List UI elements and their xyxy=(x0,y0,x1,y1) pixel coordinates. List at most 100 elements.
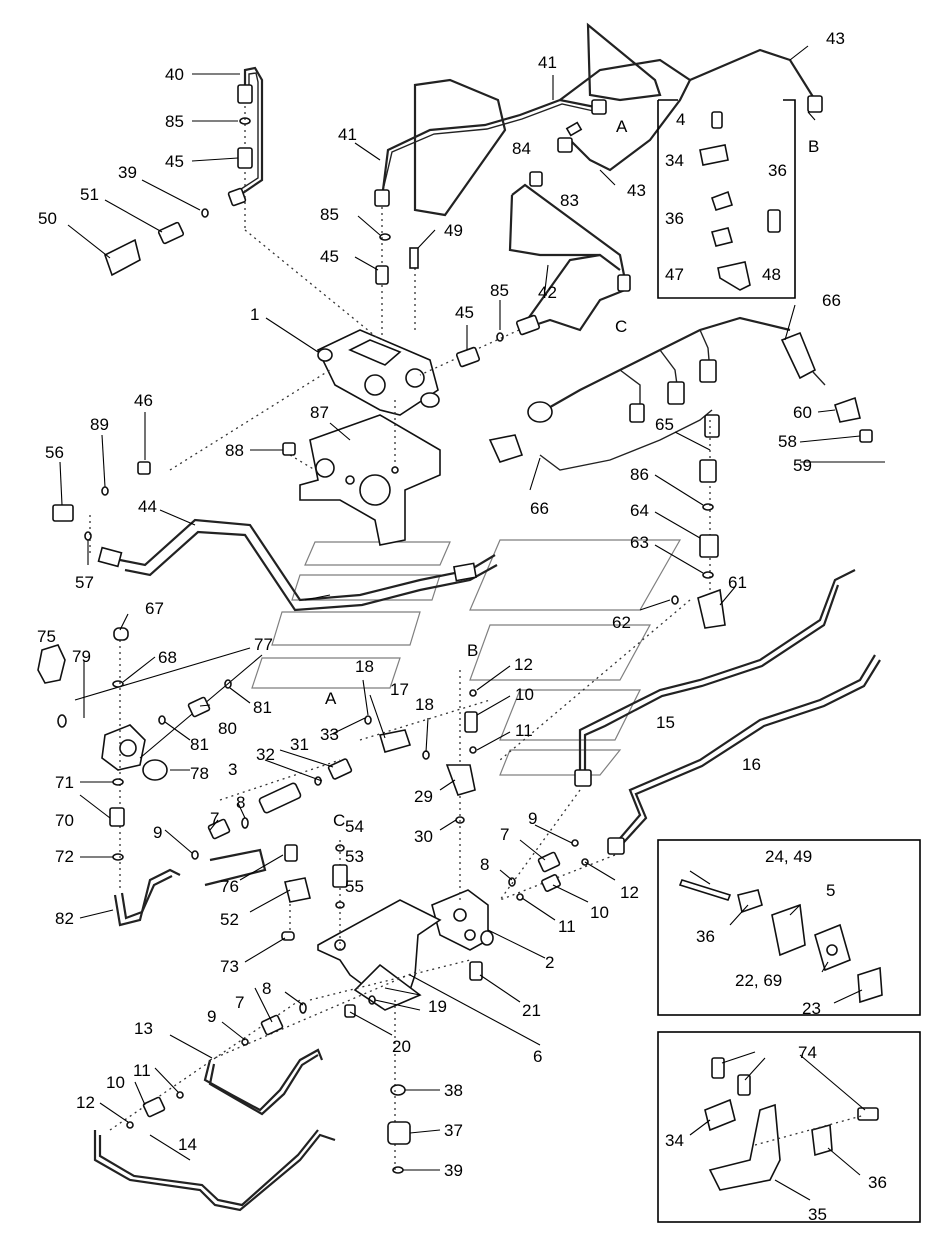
label-84: 84 xyxy=(512,139,531,158)
label-41b: 41 xyxy=(338,125,357,144)
label-73: 73 xyxy=(220,957,239,976)
label-9b: 9 xyxy=(528,809,537,828)
ref-B1: B xyxy=(808,137,819,156)
label-89: 89 xyxy=(90,415,109,434)
label-9a: 9 xyxy=(153,823,162,842)
label-41a: 41 xyxy=(538,53,557,72)
label-38: 38 xyxy=(444,1081,463,1100)
label-85b: 85 xyxy=(320,205,339,224)
tube-14 xyxy=(93,1129,336,1212)
label-17: 17 xyxy=(390,680,409,699)
label-88: 88 xyxy=(225,441,244,460)
label-57: 57 xyxy=(75,573,94,592)
label-18b: 18 xyxy=(415,695,434,714)
label-70: 70 xyxy=(55,811,74,830)
label-64: 64 xyxy=(630,501,649,520)
ref-A2: A xyxy=(325,689,337,708)
label-35: 35 xyxy=(808,1205,827,1224)
tube-16 xyxy=(609,654,881,854)
label-32: 32 xyxy=(256,745,275,764)
label-11b: 11 xyxy=(558,917,576,936)
label-85a: 85 xyxy=(165,112,184,131)
bracket-6 xyxy=(317,899,442,1011)
label-42: 42 xyxy=(538,283,557,302)
label-9c: 9 xyxy=(207,1007,216,1026)
label-86: 86 xyxy=(630,465,649,484)
label-49: 49 xyxy=(444,221,463,240)
label-10b: 10 xyxy=(590,903,609,922)
label-48: 48 xyxy=(762,265,781,284)
label-78: 78 xyxy=(190,764,209,783)
label-81b: 81 xyxy=(190,735,209,754)
label-23: 23 xyxy=(802,999,821,1018)
label-18a: 18 xyxy=(355,657,374,676)
label-36c: 36 xyxy=(696,927,715,946)
label-22-69: 22, 69 xyxy=(735,971,782,990)
leader-lines xyxy=(59,45,866,1201)
label-45a: 45 xyxy=(165,152,184,171)
label-34b: 34 xyxy=(665,1131,684,1150)
label-61: 61 xyxy=(728,573,747,592)
label-81a: 81 xyxy=(253,698,272,717)
label-36a: 36 xyxy=(768,161,787,180)
inset-box-clamps xyxy=(657,99,796,299)
label-8c: 8 xyxy=(262,979,271,998)
fittings xyxy=(52,84,885,1145)
label-80: 80 xyxy=(218,719,237,738)
label-60: 60 xyxy=(793,403,812,422)
label-79: 79 xyxy=(72,647,91,666)
label-62: 62 xyxy=(612,613,631,632)
label-52: 52 xyxy=(220,910,239,929)
label-87: 87 xyxy=(310,403,329,422)
label-45c: 45 xyxy=(455,303,474,322)
label-51: 51 xyxy=(80,185,99,204)
inset-box-clamp-kit xyxy=(657,839,921,1016)
label-31: 31 xyxy=(290,735,309,754)
label-68: 68 xyxy=(158,648,177,667)
label-12b: 12 xyxy=(620,883,639,902)
label-7c: 7 xyxy=(235,993,244,1012)
label-2: 2 xyxy=(545,953,554,972)
label-12a: 12 xyxy=(514,655,533,674)
label-13: 13 xyxy=(134,1019,153,1038)
label-24-49: 24, 49 xyxy=(765,847,812,866)
label-37: 37 xyxy=(444,1121,463,1140)
label-67: 67 xyxy=(145,599,164,618)
label-33: 33 xyxy=(320,725,339,744)
label-76: 76 xyxy=(220,877,239,896)
tube-40 xyxy=(237,66,264,196)
label-5: 5 xyxy=(826,881,835,900)
label-8a: 8 xyxy=(236,793,245,812)
label-16: 16 xyxy=(742,755,761,774)
ref-C2: C xyxy=(333,811,345,830)
label-77: 77 xyxy=(254,635,273,654)
part-labels: 40 85 45 39 51 50 41 41 43 43 A B 84 83 … xyxy=(37,29,887,1224)
label-75: 75 xyxy=(37,627,56,646)
tube-15 xyxy=(578,569,856,782)
label-21: 21 xyxy=(522,1001,541,1020)
label-19: 19 xyxy=(428,997,447,1016)
label-55: 55 xyxy=(345,877,364,896)
label-56: 56 xyxy=(45,443,64,462)
label-15: 15 xyxy=(656,713,675,732)
label-34a: 34 xyxy=(665,151,684,170)
label-54: 54 xyxy=(345,817,364,836)
label-39a: 39 xyxy=(118,163,137,182)
label-1: 1 xyxy=(250,305,259,324)
ref-C1: C xyxy=(615,317,627,336)
label-46: 46 xyxy=(134,391,153,410)
label-47: 47 xyxy=(665,265,684,284)
label-14: 14 xyxy=(178,1135,197,1154)
valve-2 xyxy=(431,889,494,951)
label-71: 71 xyxy=(55,773,74,792)
label-85c: 85 xyxy=(490,281,509,300)
label-44: 44 xyxy=(138,497,157,516)
label-3: 3 xyxy=(228,760,237,779)
label-66b: 66 xyxy=(530,499,549,518)
label-29: 29 xyxy=(414,787,433,806)
label-43a: 43 xyxy=(826,29,845,48)
tube-82 xyxy=(113,868,181,927)
label-45b: 45 xyxy=(320,247,339,266)
tube-13 xyxy=(203,848,324,1116)
